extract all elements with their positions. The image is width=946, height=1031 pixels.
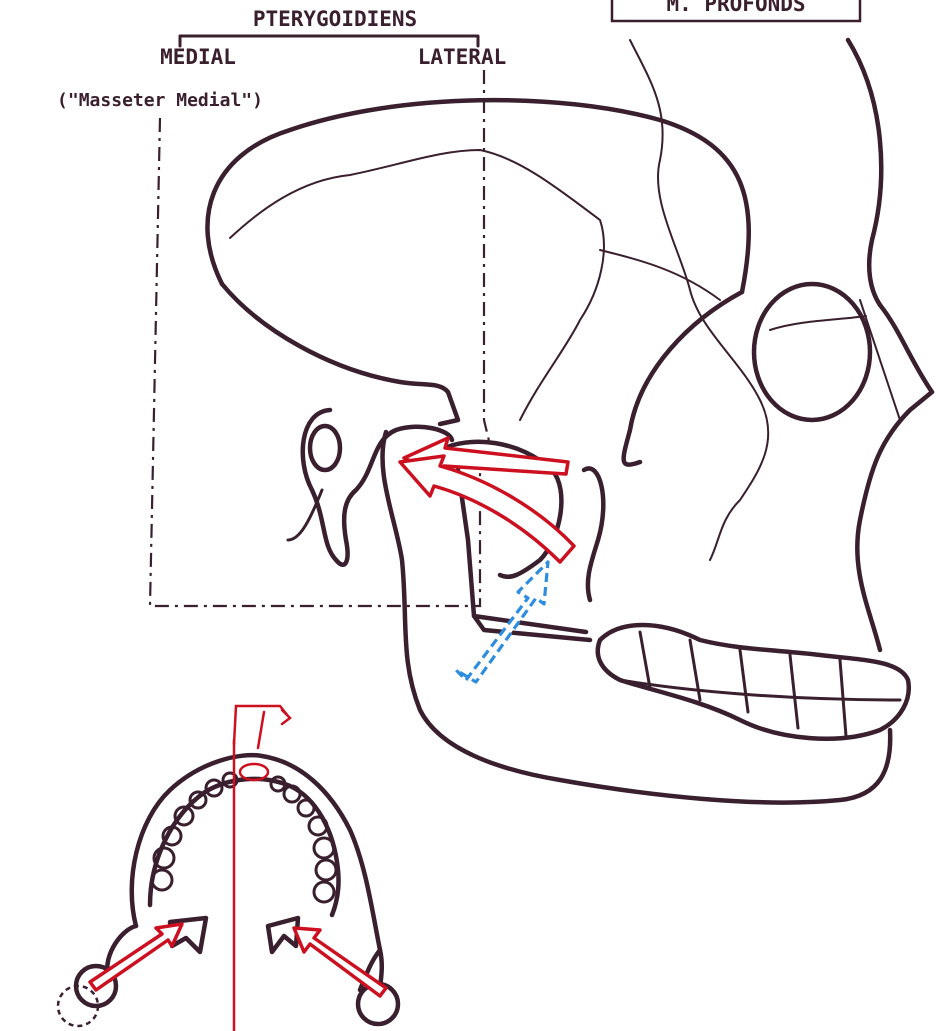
medial-label: MEDIAL (160, 45, 236, 69)
skull-drawing (207, 40, 932, 803)
lateral-label: LATERAL (418, 45, 507, 69)
deep-muscles-box: M. PROFONDS (612, 0, 860, 21)
medial-alt-label: ("Masseter Medial") (57, 90, 263, 111)
lateral-guide-line (484, 70, 490, 445)
left-lateral-pull-arrow (90, 924, 182, 990)
medial-guide-line (150, 118, 480, 606)
mandible-occlusal-view (58, 706, 398, 1031)
pterygoid-group-title: PTERYGOIDIENS (253, 7, 417, 31)
lateral-pterygoid-arrows (400, 438, 574, 562)
deep-muscles-label: M. PROFONDS (666, 0, 805, 16)
